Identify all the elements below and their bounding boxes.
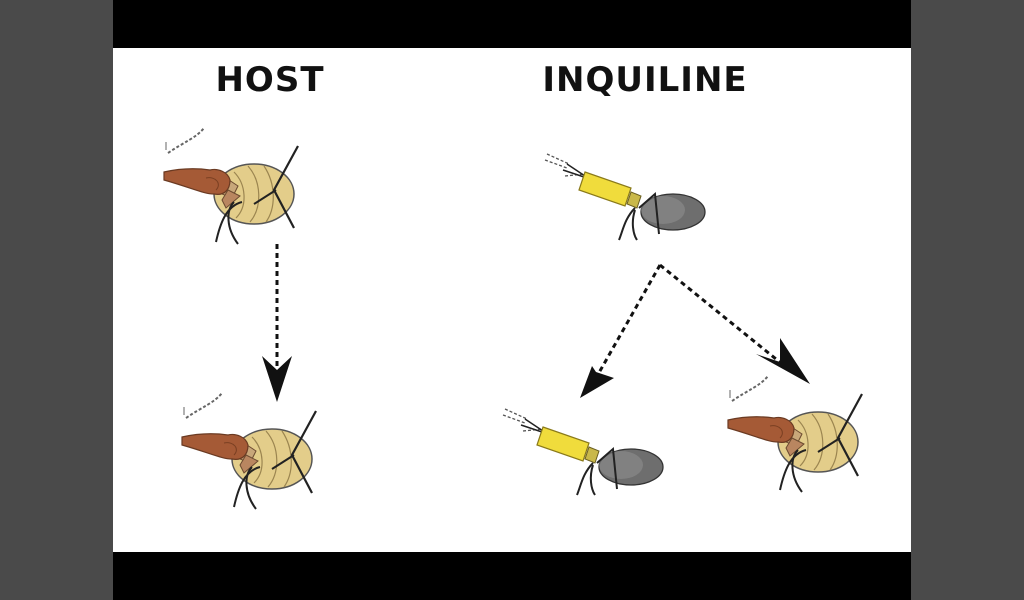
inquiline-heading: INQUILINE: [542, 60, 748, 100]
host-heading: HOST: [215, 60, 325, 100]
host-arrow: [262, 244, 292, 402]
host-termite-bottom: [180, 391, 318, 511]
inquiline-termite-top: [544, 153, 706, 241]
host-termite-top: [162, 126, 300, 246]
inquiline-termite-offspring: [502, 408, 664, 496]
host-termite-offspring: [726, 374, 864, 494]
inquiline-arrow-right: [659, 263, 810, 384]
inquiline-arrow-left: [580, 264, 662, 398]
